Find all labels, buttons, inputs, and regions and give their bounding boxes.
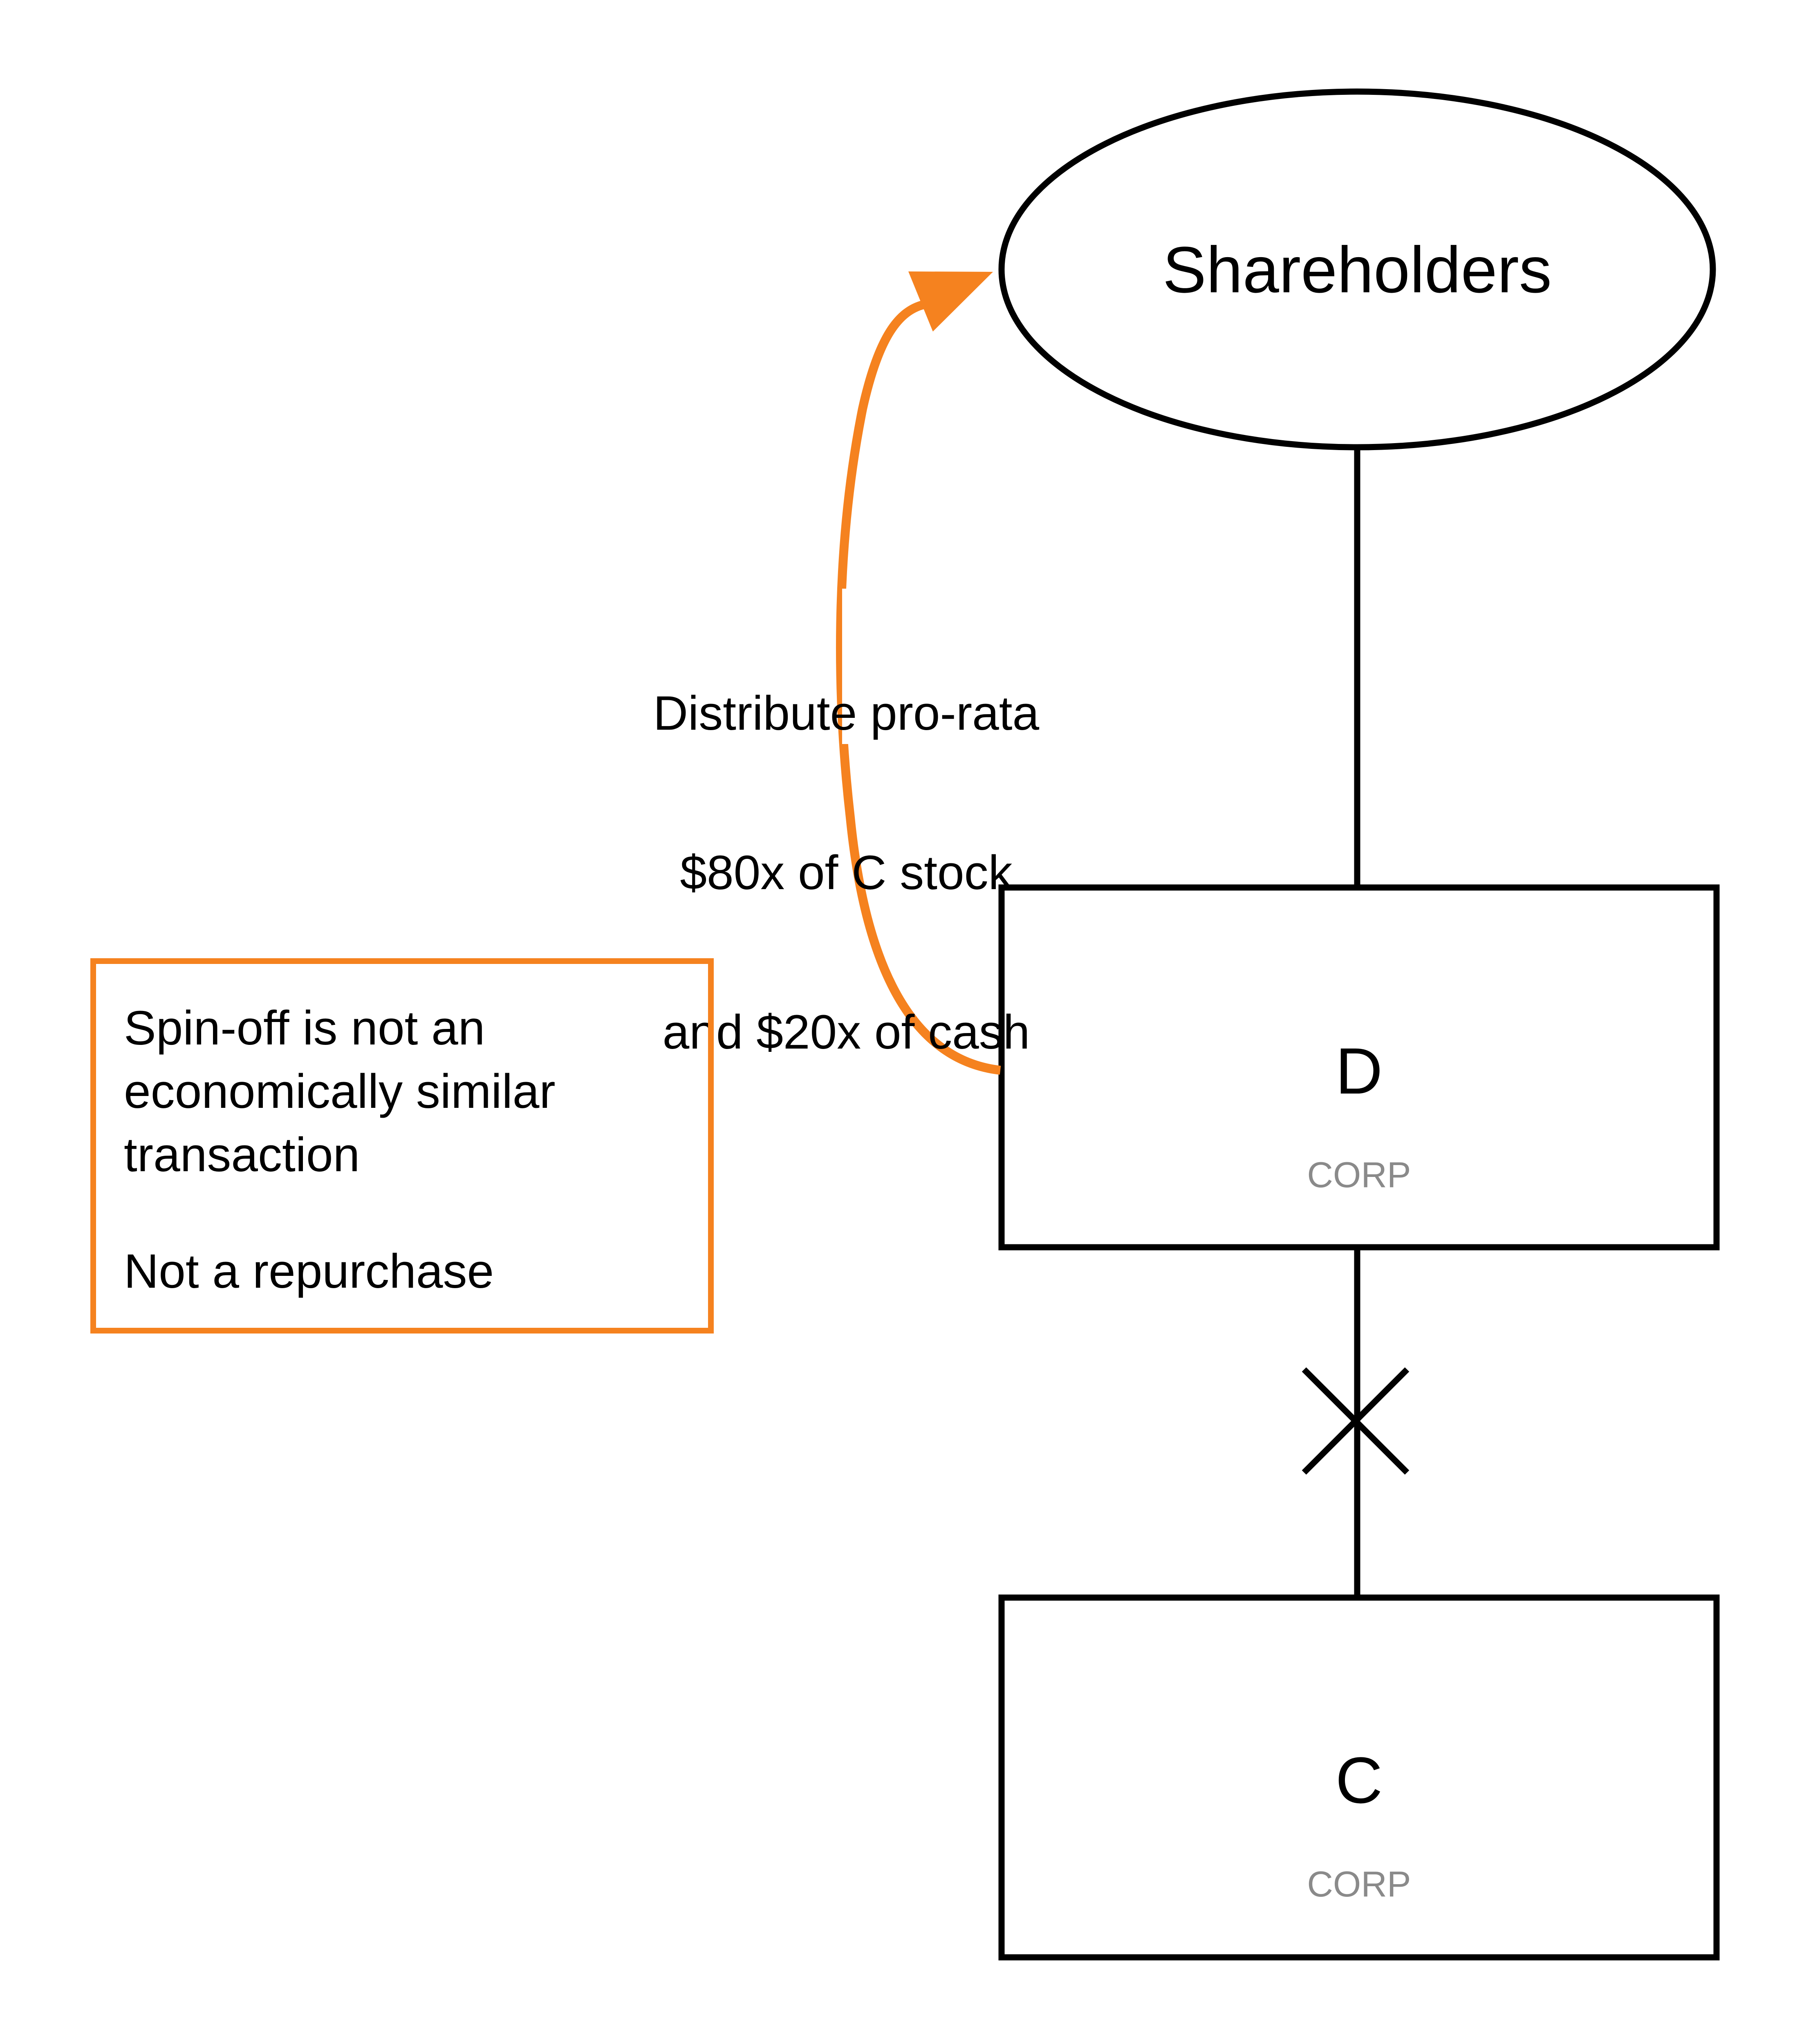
distribution-arrow-path — [836, 300, 1001, 1075]
distribution-label-line-1: Distribute pro-rata — [653, 686, 1040, 740]
distribution-label-line-2: $80x of C stock — [680, 846, 1013, 900]
note-line-1: Spin-off is not an — [124, 1001, 485, 1055]
d-corp-title: D — [1335, 1034, 1383, 1107]
shareholders-label: Shareholders — [1163, 233, 1552, 306]
note-conclusion: Not a repurchase — [124, 1244, 494, 1298]
note-line-3: transaction — [124, 1128, 360, 1182]
c-corp-title: C — [1335, 1744, 1383, 1817]
note-spacer — [124, 1187, 708, 1240]
edge-label-backdrop — [842, 589, 867, 744]
x-cut-icon — [1302, 1367, 1410, 1475]
note-line-2: economically similar — [124, 1065, 556, 1118]
arrowhead-icon — [908, 271, 993, 332]
distribution-label-line-3: and $20x of cash — [662, 1005, 1030, 1059]
note-box: Spin-off is not an economically similar … — [90, 958, 714, 1334]
d-corp-box[interactable] — [998, 884, 1720, 1251]
distribution-label: Distribute pro-rata $80x of C stock and … — [593, 580, 1100, 1112]
c-corp-box[interactable] — [998, 1594, 1720, 1961]
d-corp-type: CORP — [1307, 1154, 1411, 1195]
c-corp-type: CORP — [1307, 1864, 1411, 1904]
